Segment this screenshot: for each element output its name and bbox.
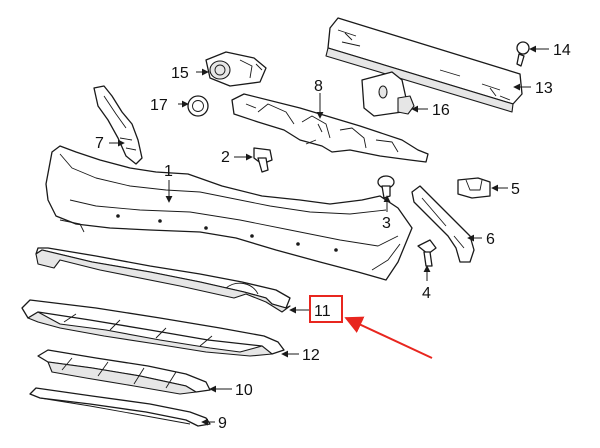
callout-8: 8 [314,78,323,95]
diffuser-fins [37,349,211,395]
highlight-arrow [344,316,433,359]
screw-4 [417,239,437,267]
trim-strip [29,387,211,427]
left-bracket [93,85,143,165]
lower-valance [35,247,291,313]
callout-14: 14 [553,42,571,59]
callout-9: 9 [218,415,227,432]
clip-nut [457,177,491,199]
callout-6: 6 [486,231,495,248]
bumper-cover [45,145,413,281]
callout-2: 2 [221,149,230,166]
right-bracket [411,185,475,263]
callout-15: 15 [171,65,189,82]
callout-17: 17 [150,97,168,114]
callout-10: 10 [235,382,253,399]
callout-5: 5 [511,181,520,198]
callout-1: 1 [164,163,173,180]
sensor-grommet [187,95,209,117]
callout-4: 4 [422,285,431,302]
callout-13: 13 [535,80,553,97]
callout-labels: 1 2 3 4 5 6 7 8 9 10 11 12 13 14 15 16 1… [95,42,571,432]
push-clip-3 [377,175,395,199]
callout-16: 16 [432,102,450,119]
callout-3: 3 [382,215,391,232]
callout-12: 12 [302,347,320,364]
center-bracket [231,93,429,163]
callout-11-highlight-box [309,295,343,323]
leader-lines [109,45,549,426]
side-bracket-16 [361,71,415,117]
reinforcement-beam [325,17,523,113]
bolt-14 [516,41,530,67]
parking-sensor [205,51,267,87]
callout-7: 7 [95,135,104,152]
callout-11: 11 [314,303,331,320]
diffuser-panel [21,299,285,357]
screw-2 [253,147,273,173]
